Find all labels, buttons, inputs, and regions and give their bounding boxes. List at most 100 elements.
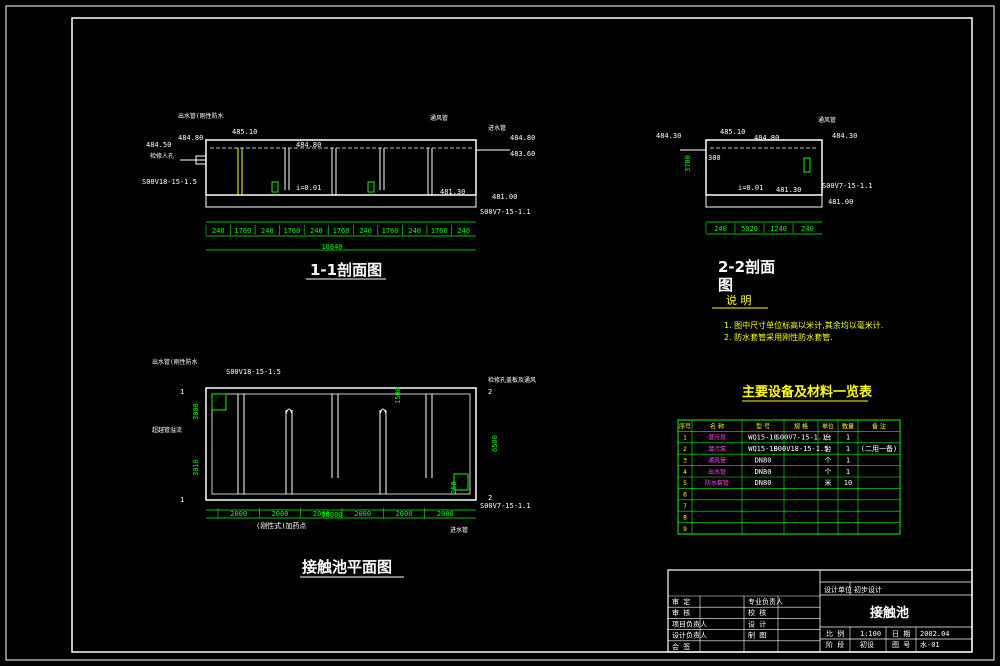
dimension-value: 2000 (230, 510, 247, 518)
pump-icon (211, 393, 227, 411)
table-cell: S00V7-15-1.1 (776, 434, 827, 442)
elevation-label: 484.80 (754, 134, 779, 142)
dimension-value: 2000 (272, 510, 289, 518)
table-header: 序号 (679, 423, 691, 431)
sheet-outer-frame (5, 5, 995, 661)
table-cell: 通风管 (708, 456, 726, 464)
title-block: 审 定专业负责人审 核校 核项目负责人设 计设计负责人制 图会 签 (667, 569, 973, 653)
table-cell: 米 (825, 478, 832, 487)
table-cell: 个 (825, 468, 832, 476)
dimension-value: 2000 (354, 510, 371, 518)
label: 进水管 (450, 526, 468, 534)
dimension-value: 5020 (741, 225, 758, 233)
note-line: 2. 防水套管采用刚性防水套管. (724, 332, 833, 342)
equipment-table-title: 主要设备及材料一览表 (742, 384, 873, 400)
table-header: 规 格 (794, 423, 808, 431)
dimension-value: 1760 (234, 227, 251, 235)
table-cell: 1 (846, 468, 850, 476)
pipe-label: S00V18-15-1.5 (226, 368, 281, 376)
elevation-label: 484.30 (656, 132, 681, 140)
table-cell: 3 (683, 457, 687, 464)
plan-outline (205, 387, 477, 501)
sheet-inner-frame (71, 17, 973, 653)
table-header: 数量 (842, 423, 854, 431)
table-cell: WQ15-10 (748, 445, 778, 453)
pump-icon (367, 181, 375, 193)
slope-label: i=0.01 (296, 184, 321, 192)
table-cell: 潜污泵 (708, 434, 726, 442)
table-cell: 5 (683, 480, 687, 487)
table-header: 名 称 (710, 423, 724, 431)
table-cell: 台 (825, 444, 832, 453)
table-cell: (二用一备) (861, 444, 897, 453)
elevation-label: 483.60 (510, 150, 535, 158)
table-cell: S00V18-15-1.5 (774, 445, 829, 453)
dimension-right: 6500 (491, 435, 499, 452)
elevation-label: 481.00 (492, 193, 517, 201)
baffle-end (285, 408, 293, 415)
label: 超越管溢流 (152, 426, 182, 434)
dimension-value: 240 (261, 227, 274, 235)
pipe-label: S00V18-15-1.5 (142, 178, 197, 186)
table-header: 单位 (822, 423, 834, 431)
notes-block: 说 明 1. 图中尺寸单位标高以米计,其余均以毫米计. 2. 防水套管采用刚性防… (712, 293, 883, 342)
dimension-value: 240 (310, 227, 323, 235)
dimension-left: 3010 (192, 459, 200, 476)
dimension-value: 1760 (333, 227, 350, 235)
inner-dimension: 300 (708, 154, 721, 162)
scale-label: 比 例 (826, 629, 844, 638)
section-mark: 2 (488, 388, 492, 396)
section-mark: 1 (180, 388, 184, 396)
table-cell: DN80 (755, 468, 772, 476)
dimension-value: 2000 (396, 510, 413, 518)
plan-title: 接触池平面图 (302, 558, 392, 576)
elevation-label: 485.10 (720, 128, 745, 136)
tb-key: 专业负责人 (748, 597, 783, 606)
section-1-1-title: 1-1剖面图 (310, 261, 382, 279)
dimension-value: 240 (359, 227, 372, 235)
tb-key: 项目负责人 (672, 619, 707, 628)
dimension-value: 240 (212, 227, 225, 235)
section-2-2: 484.30 485.10 484.80 484.30 481.30 481.0… (656, 116, 873, 294)
dimension-value: 240 (714, 225, 727, 233)
section1-base (205, 194, 477, 208)
baffle-end (379, 408, 387, 415)
design-unit: 设计单位 (824, 585, 852, 594)
elevation-label: 481.30 (440, 188, 465, 196)
dimension-value: 1760 (283, 227, 300, 235)
label: 进水管 (488, 124, 506, 132)
sheet-label: 图 号 (892, 641, 910, 649)
table-cell: 出水管 (708, 468, 726, 476)
table-cell: DN80 (755, 479, 772, 487)
section-2-2-title: 2-2剖面 (718, 258, 775, 276)
project-name: 初步设计 (854, 585, 882, 594)
elevation-label: 481.00 (828, 198, 853, 206)
pipe-label: S00V7-15-1.1 (822, 182, 873, 190)
section2-base (705, 194, 823, 208)
dimension-value: 2000 (437, 510, 454, 518)
table-cell: 8 (683, 514, 687, 521)
elevation-label: 484.30 (832, 132, 857, 140)
label: 检修人孔 (150, 152, 174, 160)
phase-label: 阶 段 (826, 640, 844, 649)
table-cell: 1 (846, 445, 850, 453)
tb-key: 设 计 (748, 619, 766, 628)
dimension-value: 1240 (770, 225, 787, 233)
label: 出水管(刚性防水 (152, 358, 198, 366)
phase-value: 初设 (860, 640, 874, 649)
table-cell: 6 (683, 492, 687, 499)
elevation-label: 484.80 (510, 134, 535, 142)
dimension-value: 240 (457, 227, 470, 235)
table-header: 型 号 (756, 423, 770, 431)
pipe-label: S00V7-15-1.1 (480, 208, 531, 216)
table-cell: 1 (683, 435, 687, 442)
sheet-value: 水-01 (920, 640, 940, 649)
label: 通风管 (818, 116, 836, 124)
table-cell: 个 (825, 456, 832, 464)
